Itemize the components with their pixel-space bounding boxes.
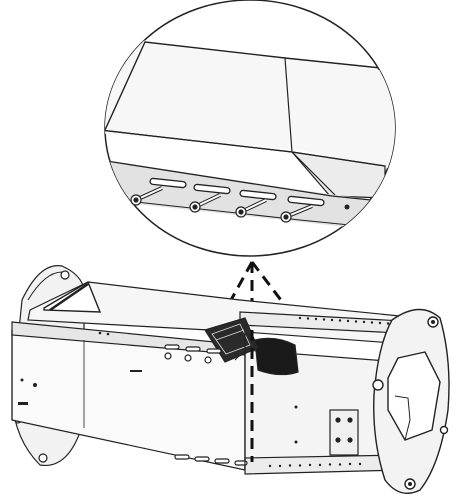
lower-slot-screws — [174, 454, 248, 466]
screw-2 — [189, 193, 221, 213]
right-bracket — [329, 409, 359, 456]
screw-3 — [235, 198, 267, 218]
hex-cutout — [387, 351, 441, 441]
detail-callout — [104, 0, 396, 257]
right-end-plate — [372, 308, 450, 494]
screw-4 — [280, 204, 313, 223]
rail-slots — [149, 177, 325, 207]
screw-fasteners — [130, 186, 313, 223]
perforation-row-top — [298, 316, 390, 325]
screw-1 — [130, 186, 163, 206]
upper-slot-screws — [164, 344, 222, 364]
perforation-row-bottom — [268, 462, 362, 468]
main-assembly — [11, 265, 450, 494]
